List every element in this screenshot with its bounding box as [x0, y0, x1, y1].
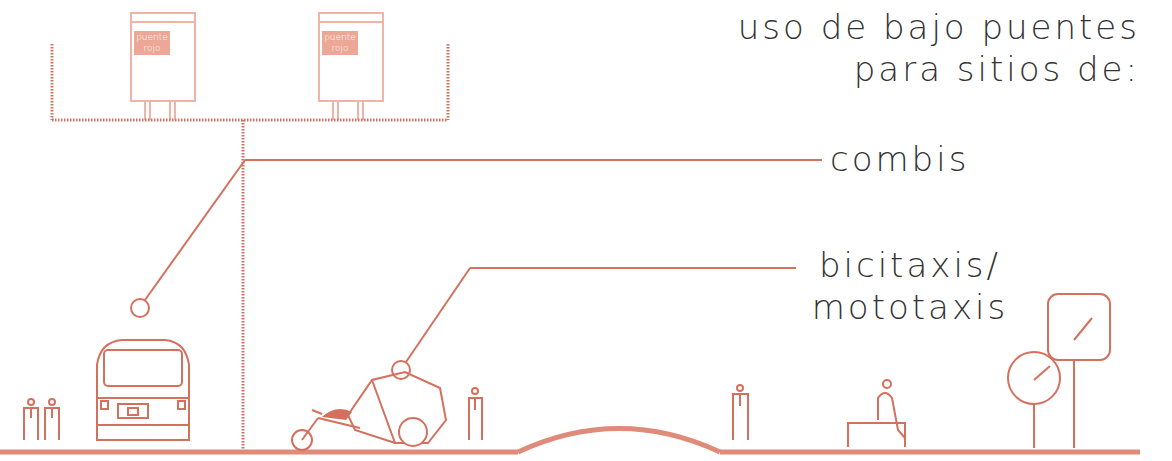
callout-label: combis	[830, 138, 969, 180]
callout-label: bicitaxis/ mototaxis	[800, 244, 1020, 328]
title-text: uso de bajo puentes para sitios de:	[680, 6, 1140, 90]
sign-text: puente rojo	[134, 32, 170, 54]
sign-text: puente rojo	[322, 32, 358, 54]
